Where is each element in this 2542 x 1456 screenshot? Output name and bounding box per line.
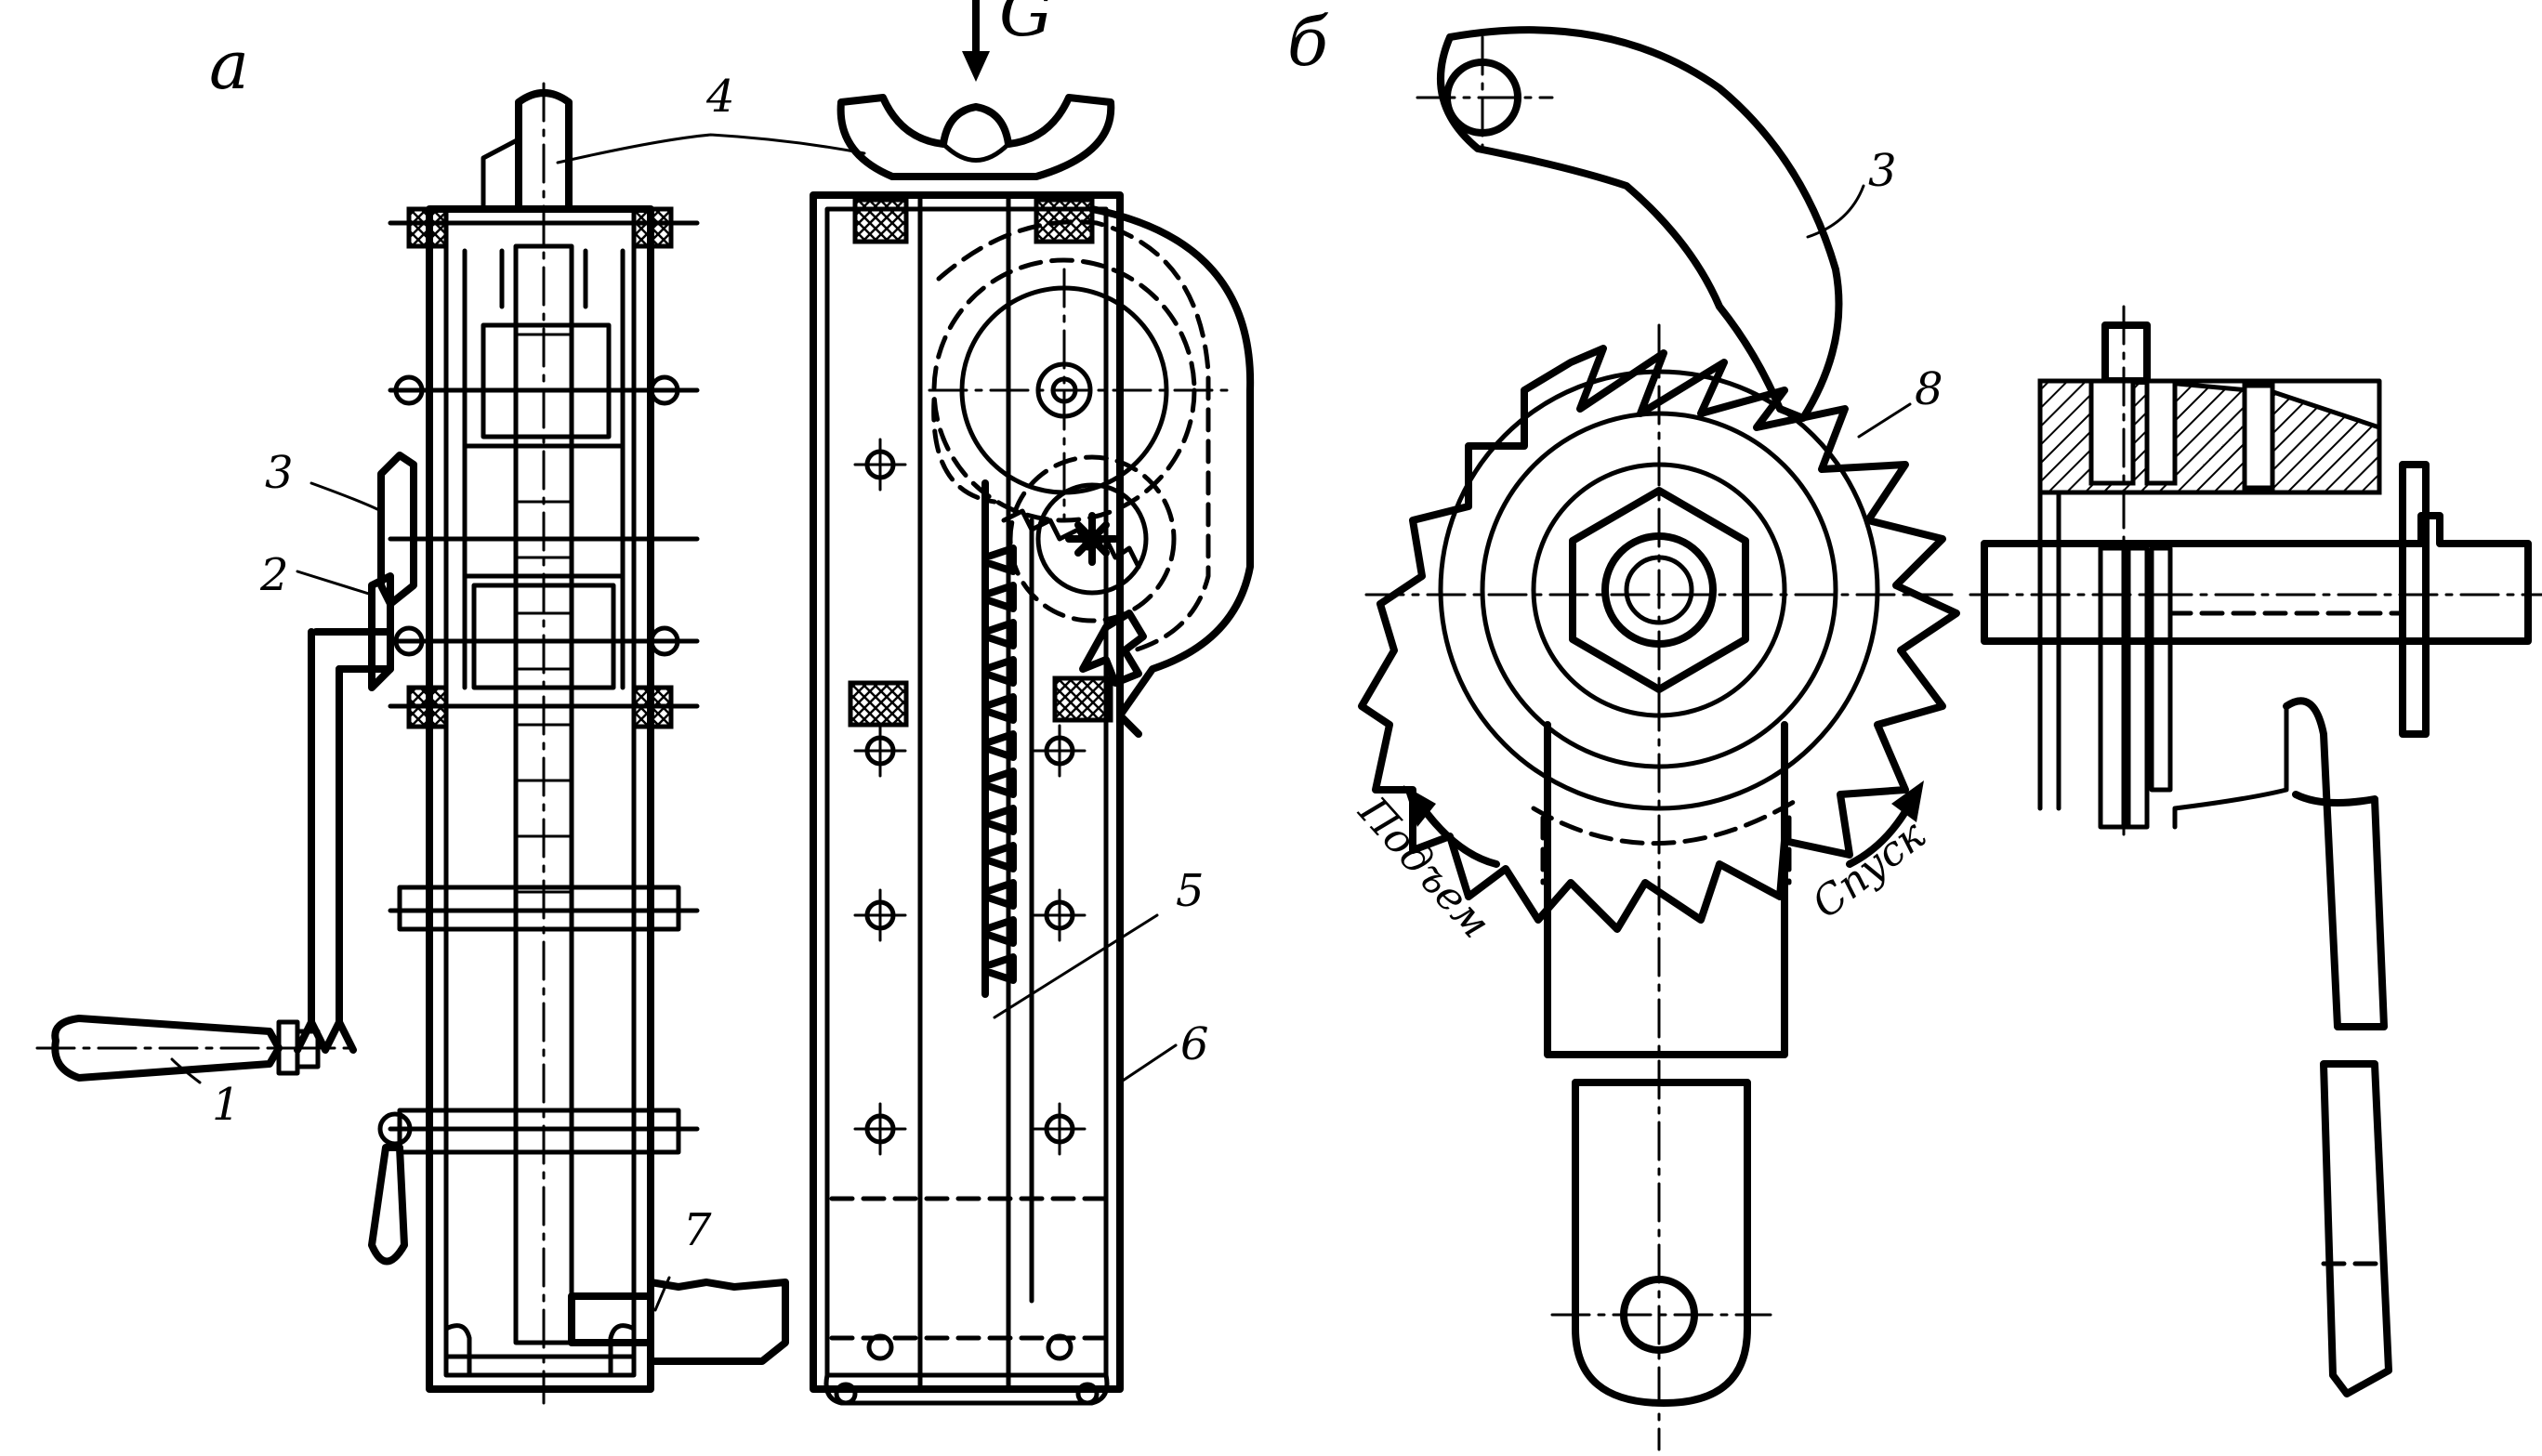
jack-front-section — [810, 0, 1255, 1406]
part-4-label: 4 — [705, 71, 735, 123]
rivets — [853, 438, 1087, 1361]
lower-label: Спуск — [1803, 811, 1934, 928]
leader-lines — [170, 133, 1912, 1312]
part-3b-label: 3 — [1868, 145, 1897, 197]
part-2-label: 2 — [259, 549, 289, 601]
ratchet-side-section — [1969, 305, 2542, 1397]
part-1-label: 1 — [212, 1079, 241, 1131]
labels: а б G 1 2 3 4 5 6 7 3 8 Подъем Спуск — [209, 0, 1943, 1256]
ratchet-front-view — [1358, 26, 1960, 1451]
part-6-label: 6 — [1180, 1018, 1209, 1070]
view-a-label: а — [209, 26, 249, 104]
view-b-label: б — [1287, 3, 1329, 81]
part-7-label: 7 — [683, 1204, 712, 1256]
load-g-label: G — [999, 0, 1053, 51]
part-5-label: 5 — [1176, 865, 1205, 917]
jack-side-view — [35, 82, 789, 1405]
part-3-label: 3 — [265, 447, 294, 499]
part-8-label: 8 — [1915, 363, 1943, 415]
